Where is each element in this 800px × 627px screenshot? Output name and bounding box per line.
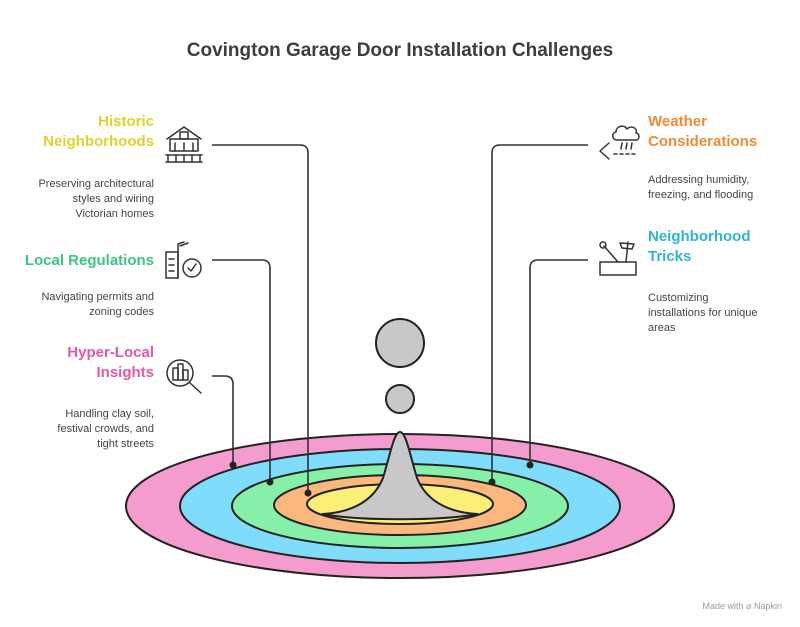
hyperlocal-description: Handling clay soil, festival crowds, and… (20, 407, 154, 452)
connector-tricks (529, 259, 588, 465)
hyperlocal-title: Hyper-Local Insights (20, 343, 154, 383)
hyperlocal-desc-line: Handling clay soil, (65, 408, 154, 420)
historic-title-line: Neighborhoods (43, 133, 154, 150)
magnifier-city-icon (166, 359, 202, 394)
regulations-description: Navigating permits and zoning codes (20, 290, 154, 320)
connector-weather (491, 144, 588, 482)
connector-historic (212, 144, 309, 493)
tricks-title-line: Neighborhood (648, 228, 751, 245)
tricks-desc-line: areas (648, 322, 676, 334)
tricks-title-line: Tricks (648, 248, 692, 265)
hyperlocal-title-line: Insights (96, 364, 154, 381)
toolbox-icon (599, 241, 637, 276)
regulations-title-line: Local Regulations (24, 252, 154, 269)
weather-title-line: Considerations (648, 133, 758, 150)
historic-desc-line: Victorian homes (75, 208, 154, 220)
historic-desc-line: styles and wiring (72, 193, 154, 205)
historic-description: Preserving architectural styles and wiri… (20, 177, 154, 222)
weather-desc-line: freezing, and flooding (648, 189, 754, 201)
tricks-description: Customizing installations for unique are… (648, 291, 793, 336)
weather-title: Weather Considerations (648, 112, 793, 152)
rain-cloud-icon (599, 125, 640, 160)
diagram-title: Covington Garage Door Installation Chall… (186, 40, 614, 61)
hyperlocal-desc-line: festival crowds, and (57, 423, 154, 435)
connector-hyperlocal (212, 375, 234, 465)
tricks-desc-line: Customizing (648, 292, 709, 304)
hyperlocal-title-line: Hyper-Local (67, 344, 154, 361)
connector-dot (526, 461, 534, 469)
historic-title-line: Historic (98, 113, 154, 130)
hyperlocal-desc-line: tight streets (97, 438, 154, 450)
connector-dot (304, 489, 312, 497)
connector-regulations (212, 259, 271, 482)
weather-description: Addressing humidity, freezing, and flood… (648, 173, 793, 203)
made-with-napkin-credit: Made with ⌀ Napkin (702, 601, 782, 611)
historic-desc-line: Preserving architectural (38, 178, 154, 190)
historic-title: Historic Neighborhoods (20, 112, 154, 152)
connector-dot (229, 461, 237, 469)
historic-house-icon (165, 126, 203, 163)
regulations-desc-line: zoning codes (89, 306, 154, 318)
tricks-desc-line: installations for unique (648, 307, 758, 319)
weather-desc-line: Addressing humidity, (648, 174, 750, 186)
splash-crown (321, 430, 479, 521)
connector-dot (266, 478, 274, 486)
building-check-icon (165, 241, 202, 279)
regulations-title: Local Regulations (10, 251, 154, 271)
tricks-title: Neighborhood Tricks (648, 227, 793, 267)
droplet-small (385, 384, 415, 414)
droplet-large (375, 318, 425, 368)
regulations-desc-line: Navigating permits and (41, 291, 154, 303)
weather-title-line: Weather (648, 113, 707, 130)
connector-dot (488, 478, 496, 486)
